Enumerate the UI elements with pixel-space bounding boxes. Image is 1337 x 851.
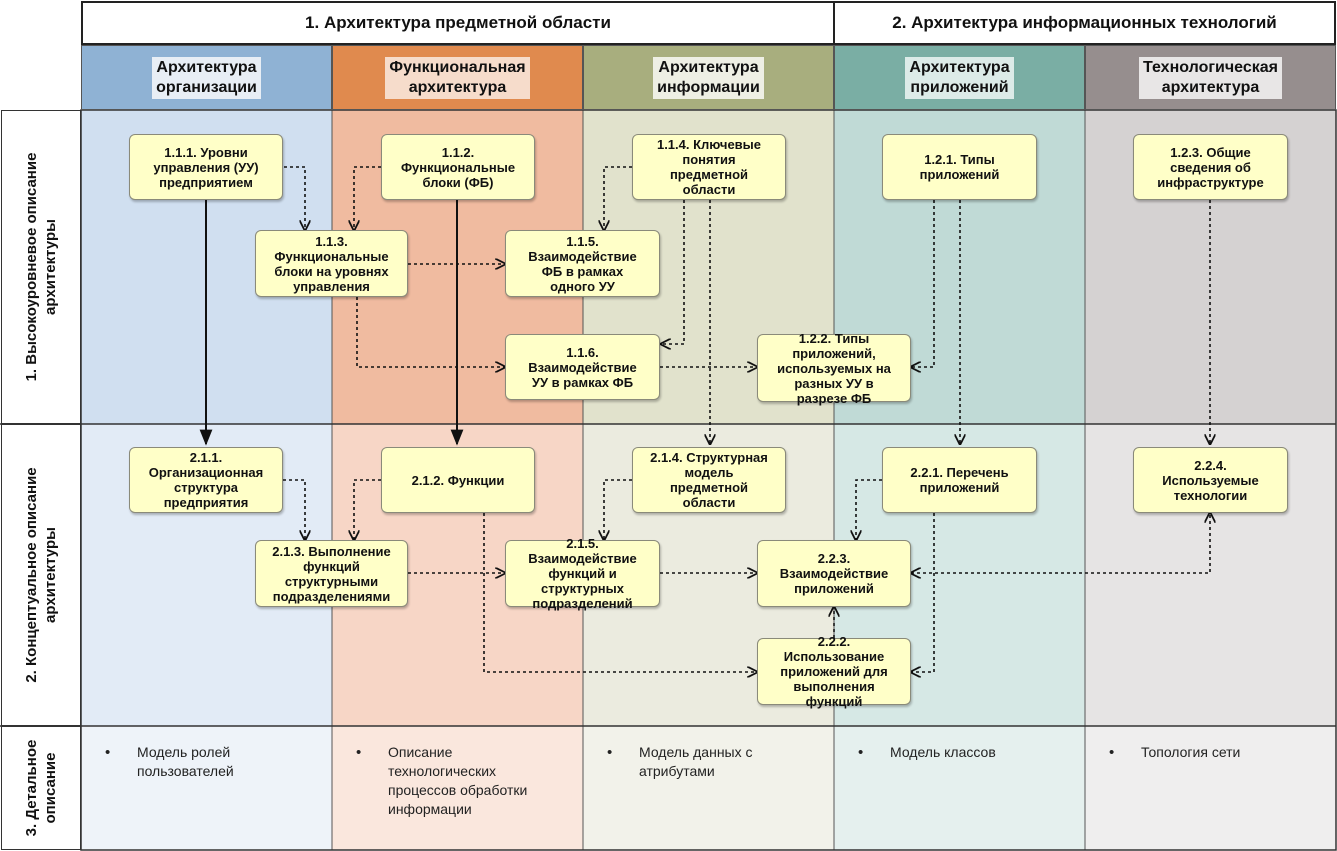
node-1-1-2-functional-blocks: 1.1.2. Функциональные блоки (ФБ) (381, 134, 535, 200)
node-2-1-5-functions-units-interaction: 2.1.5. Взаимодействие функций и структур… (505, 536, 660, 611)
detail-info-data-model: Модель данных с атрибутами (607, 743, 819, 781)
column-func-title: Функциональная архитектура (385, 56, 530, 99)
section-subject-area-title: 1. Архитектура предметной области (305, 13, 611, 32)
column-info-title: Архитектура информации (653, 56, 764, 99)
node-2-2-1-application-list: 2.2.1. Перечень приложений (882, 447, 1037, 513)
section-it-architecture-title: 2. Архитектура информационных технологий (892, 13, 1277, 32)
node-2-1-2-functions: 2.1.2. Функции (381, 447, 535, 513)
detail-org-roles: Модель ролей пользователей (105, 743, 317, 781)
row-high-level-title: 1. Высокоуровневое описание архитектуры (23, 152, 59, 382)
column-func-header: Функциональная архитектура (332, 45, 583, 110)
node-2-2-3-apps-interaction: 2.2.3. Взаимодействие приложений (757, 540, 911, 607)
column-tech-header: Технологическая архитектура (1085, 45, 1336, 110)
node-1-2-1-application-types: 1.2.1. Типы приложений (882, 134, 1037, 200)
section-subject-area: 1. Архитектура предметной области (81, 1, 835, 45)
row-high-level-label: 1. Высокоуровневое описание архитектуры (1, 110, 81, 424)
column-org-header: Архитектура организации (81, 45, 332, 110)
node-1-1-1-management-levels: 1.1.1. Уровни управления (УУ) предприяти… (129, 134, 283, 200)
node-1-1-4-key-concepts: 1.1.4. Ключевые понятия предметной облас… (632, 134, 786, 200)
node-2-1-1-org-structure: 2.1.1. Организационная структура предпри… (129, 447, 283, 513)
node-1-1-5-blocks-interaction: 1.1.5. Взаимодействие ФБ в рамках одного… (505, 230, 660, 297)
column-apps-header: Архитектура приложений (834, 45, 1085, 110)
node-1-2-3-infrastructure-info: 1.2.3. Общие сведения об инфраструктуре (1133, 134, 1288, 200)
column-org-title: Архитектура организации (152, 56, 261, 99)
node-2-2-2-apps-for-functions: 2.2.2. Использование приложений для выпо… (757, 634, 911, 709)
detail-tech-network-topology: Топология сети (1109, 743, 1321, 762)
column-tech-title: Технологическая архитектура (1139, 56, 1282, 99)
column-info-header: Архитектура информации (583, 45, 834, 110)
row-conceptual-title: 2. Концептуальное описание архитектуры (23, 467, 59, 683)
node-1-2-2-apps-by-level: 1.2.2. Типы приложений, используемых на … (757, 331, 911, 406)
detail-func-processes: Описание технологических процессов обраб… (356, 743, 573, 819)
node-1-1-6-levels-interaction: 1.1.6. Взаимодействие УУ в рамках ФБ (505, 334, 660, 400)
node-2-1-3-functions-by-units: 2.1.3. Выполнение функций структурными п… (255, 540, 408, 607)
row-detailed-label: 3. Детальное описание (1, 726, 81, 850)
row-detailed-title: 3. Детальное описание (23, 739, 59, 837)
node-1-1-3-blocks-on-levels: 1.1.3. Функциональные блоки на уровнях у… (255, 230, 408, 297)
column-apps-title: Архитектура приложений (905, 56, 1014, 99)
row-conceptual-label: 2. Концептуальное описание архитектуры (1, 424, 81, 726)
node-2-2-4-technologies: 2.2.4. Используемые технологии (1133, 447, 1288, 513)
detail-apps-class-model: Модель классов (858, 743, 1070, 762)
node-2-1-4-structural-model: 2.1.4. Структурная модель предметной обл… (632, 447, 786, 513)
section-it-architecture: 2. Архитектура информационных технологий (833, 1, 1336, 45)
